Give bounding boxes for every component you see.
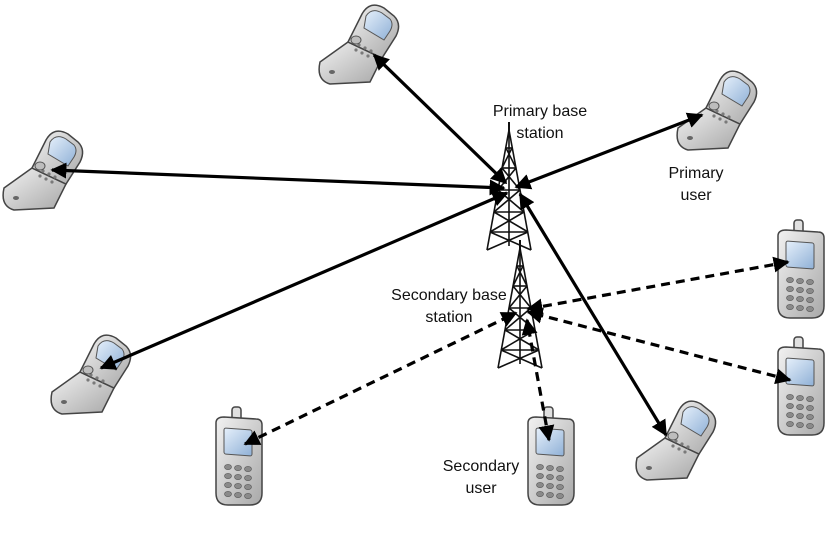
primary-base-station-label-line-1: Primary base <box>492 103 588 120</box>
secondary-base-station-label-line-2: station <box>425 309 473 326</box>
primary-link-left <box>50 162 506 196</box>
secondary-user-phone-lower-right <box>777 336 825 436</box>
primary-base-station-label: Primary base station <box>470 101 610 145</box>
secondary-user-phone-upper-right <box>777 219 825 319</box>
primary-link-bottom-left <box>99 191 509 370</box>
primary-user-phone-bottom-right <box>635 400 717 481</box>
secondary-link-left <box>243 311 518 446</box>
primary-user-phone-bottom-left <box>50 334 132 415</box>
primary-link-right <box>514 112 704 190</box>
primary-user-phone-top <box>318 4 400 85</box>
secondary-user-label-line-1: Secondary <box>442 458 520 475</box>
primary-user-label-line-2: user <box>680 187 712 204</box>
primary-user-label: Primary user <box>636 163 756 207</box>
secondary-base-station-label-line-1: Secondary base <box>391 287 507 304</box>
primary-user-phone-right <box>676 70 758 151</box>
secondary-user-label: Secondary user <box>420 456 542 500</box>
primary-link-top <box>372 53 508 185</box>
secondary-link-bottom <box>521 318 555 442</box>
primary-base-station-label-line-2: station <box>516 125 564 142</box>
secondary-user-label-line-2: user <box>465 480 497 497</box>
secondary-user-phone-left <box>215 406 263 506</box>
secondary-base-station-label: Secondary base station <box>364 285 534 329</box>
secondary-link-lower-right <box>526 307 792 385</box>
primary-user-label-line-1: Primary <box>668 165 724 182</box>
